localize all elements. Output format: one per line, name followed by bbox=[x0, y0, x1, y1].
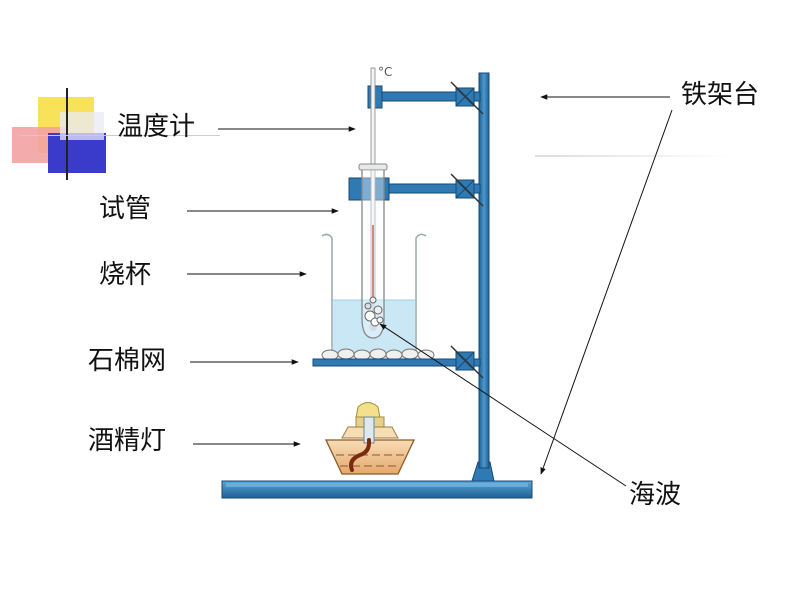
label-iron-stand: 铁架台 bbox=[681, 80, 760, 110]
pointer-iron-stand-base bbox=[540, 109, 673, 475]
deco-horizontal-line-right bbox=[535, 155, 735, 157]
top-clamp bbox=[367, 81, 484, 115]
label-hypo: 海波 bbox=[629, 480, 682, 510]
label-alcohol-lamp: 酒精灯 bbox=[88, 426, 167, 456]
deco-horizontal-line bbox=[20, 135, 220, 136]
label-asbestos-net: 石棉网 bbox=[88, 346, 167, 376]
deco-vertical-line bbox=[66, 88, 68, 180]
alcohol-lamp bbox=[324, 402, 416, 475]
label-test-tube: 试管 bbox=[99, 194, 152, 224]
label-beaker: 烧杯 bbox=[99, 260, 152, 290]
label-thermometer: 温度计 bbox=[117, 112, 196, 142]
pointer-lines bbox=[187, 94, 673, 487]
stand-base bbox=[221, 461, 533, 499]
pointer-hypo bbox=[379, 323, 627, 487]
test-tube bbox=[358, 163, 388, 339]
thermometer-unit-label: °C bbox=[378, 65, 393, 79]
stand-rod bbox=[478, 72, 490, 469]
middle-clamp bbox=[348, 173, 484, 207]
